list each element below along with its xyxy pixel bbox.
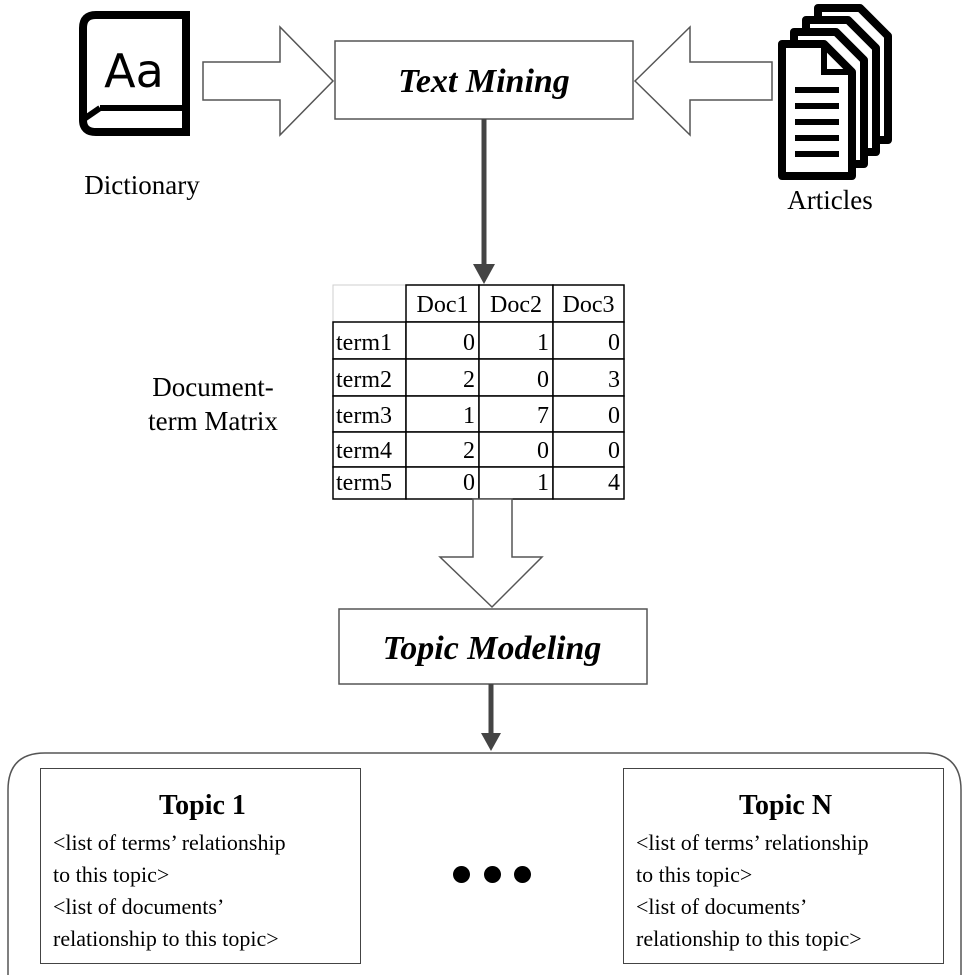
matrix-value: 2 [463, 438, 475, 464]
matrix-row-header: term2 [336, 367, 392, 393]
matrix-row-header: term1 [336, 330, 392, 356]
articles-arrow [633, 25, 773, 137]
matrix-cell [478, 431, 554, 468]
topic-line: <list of documents’ [53, 894, 225, 919]
matrix-value: 0 [608, 403, 620, 429]
matrix-value: 0 [537, 367, 549, 393]
matrix-value: 3 [608, 367, 620, 393]
matrix-column-header: Doc1 [417, 292, 469, 318]
dtm-label-line-2: term Matrix [148, 406, 278, 436]
topic-line: relationship to this topic> [53, 926, 279, 951]
matrix-cell [332, 431, 407, 468]
topic-modeling-box [338, 608, 648, 685]
matrix-cell [478, 358, 554, 397]
matrix-value: 1 [537, 330, 549, 356]
book-icon-glyph: Aa [104, 44, 164, 98]
ellipsis-dot [484, 866, 501, 883]
topic-title: Topic N [738, 790, 833, 821]
matrix-cell [405, 321, 480, 360]
text-mining-label: Text Mining [398, 63, 570, 100]
ellipsis-dot [514, 866, 531, 883]
topic-title: Topic 1 [159, 790, 246, 821]
matrix-value: 1 [537, 470, 549, 496]
matrix-cell [478, 466, 554, 500]
matrix-corner-cell [332, 284, 407, 323]
matrix-value: 0 [608, 438, 620, 464]
matrix-column-header: Doc2 [490, 292, 542, 318]
modeling-to-topics-arrowhead [481, 733, 501, 751]
dtm-label-line-1: Document- [152, 372, 274, 402]
topic-line: <list of terms’ relationship [636, 830, 869, 855]
matrix-value: 1 [463, 403, 475, 429]
matrix-row-header: term5 [336, 470, 392, 496]
documents-stack-icon [778, 4, 892, 180]
topic-box-1: Topic 1 <list of terms’ relationship to … [40, 768, 361, 964]
dictionary-arrow [202, 25, 335, 137]
topics-container [7, 752, 962, 975]
topic-line: relationship to this topic> [636, 926, 862, 951]
matrix-cell [478, 321, 554, 360]
matrix-cell [405, 431, 480, 468]
matrix-value: 0 [537, 438, 549, 464]
articles-label: Articles [787, 185, 873, 215]
topic-modeling-label: Topic Modeling [383, 630, 602, 667]
dictionary-label: Dictionary [84, 170, 200, 200]
matrix-column-header: Doc3 [563, 292, 615, 318]
mining-to-matrix-arrowhead [473, 264, 495, 284]
matrix-cell [552, 431, 625, 468]
matrix-value: 2 [463, 367, 475, 393]
ellipsis-dot [453, 866, 470, 883]
topic-line: to this topic> [636, 862, 753, 887]
matrix-cell [552, 321, 625, 360]
matrix-value: 0 [608, 330, 620, 356]
matrix-row-header: term3 [336, 403, 392, 429]
matrix-cell [405, 395, 480, 433]
topic-box-n: Topic N <list of terms’ relationship to … [623, 768, 944, 964]
matrix-cell [552, 466, 625, 500]
document-term-matrix: Doc1 Doc2 Doc3 term1 0 1 0 term2 2 0 3 term3 1 7 0 term… [332, 284, 625, 500]
matrix-value: 4 [608, 470, 620, 496]
document-term-matrix-label: Document- term Matrix [118, 370, 308, 438]
matrix-row-header: term4 [336, 438, 392, 464]
topic-line: <list of documents’ [636, 894, 808, 919]
matrix-value: 0 [463, 470, 475, 496]
matrix-value: 0 [463, 330, 475, 356]
matrix-value: 7 [537, 403, 549, 429]
book-icon: Aa [79, 11, 190, 136]
topic-line: <list of terms’ relationship [53, 830, 286, 855]
topic-line: to this topic> [53, 862, 170, 887]
matrix-cell [405, 466, 480, 500]
matrix-to-modeling-arrow [438, 498, 544, 609]
matrix-cell [478, 395, 554, 433]
matrix-cell [552, 284, 625, 323]
